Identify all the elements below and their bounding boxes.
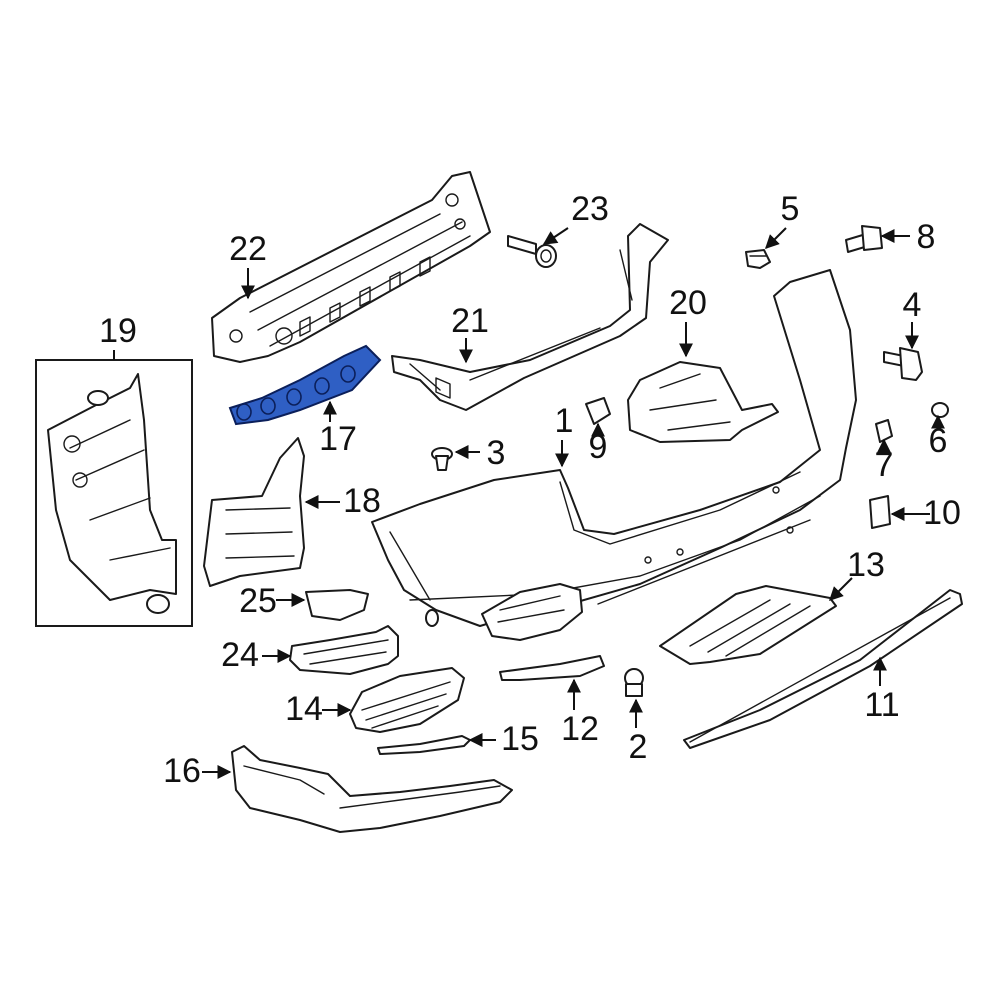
part-12-trim[interactable] (499, 655, 605, 681)
callouts: 22 17 21 23 5 8 4 6 7 10 20 9 3 1 18 19 … (99, 190, 961, 790)
callout-9[interactable]: 9 (589, 428, 608, 466)
part-4-bolt[interactable] (883, 347, 923, 381)
callout-8[interactable]: 8 (917, 218, 936, 256)
callout-5[interactable]: 5 (781, 190, 800, 228)
part-10-cover[interactable] (869, 495, 891, 529)
callout-11[interactable]: 11 (864, 686, 899, 724)
part-16-lower-valance[interactable] (231, 745, 513, 833)
part-21-upper-bracket[interactable] (391, 223, 669, 411)
leader-5 (765, 227, 787, 249)
callout-23[interactable]: 23 (571, 190, 609, 228)
part-24-housing[interactable] (289, 625, 399, 675)
callout-10[interactable]: 10 (923, 494, 961, 532)
callout-6[interactable]: 6 (929, 422, 948, 460)
callout-21[interactable]: 21 (451, 302, 489, 340)
part-1-bumper-cover[interactable] (371, 269, 857, 641)
callout-4[interactable]: 4 (903, 286, 922, 324)
part-15-trim-strip[interactable] (377, 735, 471, 755)
part-6-nut[interactable] (931, 402, 949, 418)
part-5-clip[interactable] (745, 249, 771, 269)
callout-7[interactable]: 7 (875, 446, 894, 484)
part-8-bolt[interactable] (845, 225, 883, 253)
callout-17[interactable]: 17 (319, 420, 357, 458)
callout-13[interactable]: 13 (847, 546, 885, 584)
callout-20[interactable]: 20 (669, 284, 707, 322)
part-9-retainer[interactable] (585, 397, 611, 425)
callout-16[interactable]: 16 (163, 752, 201, 790)
part-2-push-pin[interactable] (624, 668, 644, 697)
part-22-impact-bar[interactable] (211, 171, 491, 363)
callout-24[interactable]: 24 (221, 636, 259, 674)
part-25-bracket[interactable] (305, 589, 369, 621)
callout-15[interactable]: 15 (501, 720, 539, 758)
callout-3[interactable]: 3 (487, 434, 506, 472)
callout-12[interactable]: 12 (561, 710, 599, 748)
part-13-lower-panel[interactable] (659, 585, 837, 665)
callout-25[interactable]: 25 (239, 582, 277, 620)
callout-1[interactable]: 1 (555, 402, 574, 440)
part-20-shield[interactable] (627, 361, 779, 443)
callout-2[interactable]: 2 (629, 728, 648, 766)
callout-19[interactable]: 19 (99, 312, 137, 350)
part-19-bracket[interactable] (47, 373, 177, 614)
part-3-push-pin[interactable] (431, 447, 453, 471)
leader-23 (542, 227, 569, 245)
part-14-grille[interactable] (349, 667, 465, 733)
part-17-energy-absorber[interactable] (228, 344, 382, 426)
callout-18[interactable]: 18 (343, 482, 381, 520)
callout-22[interactable]: 22 (229, 230, 267, 268)
part-7-clip[interactable] (875, 419, 893, 443)
part-18-side-bracket[interactable] (203, 437, 305, 587)
callout-14[interactable]: 14 (285, 690, 323, 728)
leader-13 (829, 577, 853, 601)
part-23-tow-eye[interactable] (507, 235, 557, 268)
part-11-lower-moulding[interactable] (683, 589, 963, 749)
leader-lines (113, 227, 945, 779)
